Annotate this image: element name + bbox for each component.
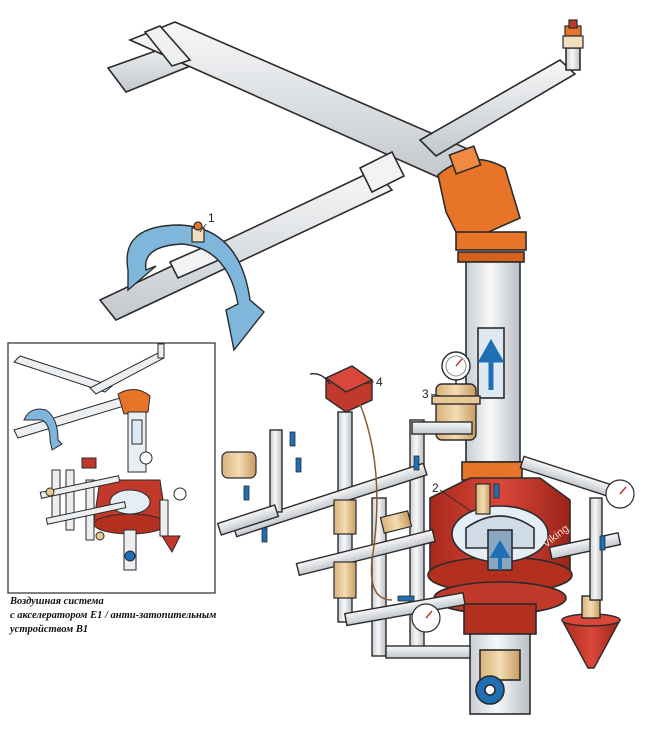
signal-cable: [359, 403, 393, 601]
callout-labels: 1 2 3 4: [199, 211, 473, 513]
caption-line-2: с акселератором E1 / анти-затопительным: [10, 610, 217, 621]
valve-handles: [243, 431, 606, 602]
caption-line-1: Воздушная система: [10, 596, 104, 607]
flow-arrow-icon: [477, 338, 505, 390]
orange-elbow-fitting: [437, 145, 527, 263]
pipe-sprinkler-riser: [565, 47, 581, 71]
drain-funnel: [560, 595, 622, 669]
callout-2: 2: [432, 481, 439, 495]
sprinkler-head-top: [562, 19, 584, 49]
pipe-branch-right: [418, 59, 577, 158]
drain-pipe: [469, 633, 531, 715]
inset-panel: [7, 342, 216, 594]
inset-caption: Воздушная система с акселератором E1 / а…: [10, 595, 240, 637]
main-riser-pipe: [465, 261, 521, 463]
inset-pipes: [13, 343, 187, 571]
rotation-arrow-icon: [126, 224, 265, 352]
solenoid-valve: [309, 365, 374, 413]
trim-gauges: [411, 479, 635, 633]
air-vent-fitting: [191, 221, 205, 243]
pipe-main-diagonal: [127, 21, 472, 179]
main-pipe-network: [98, 21, 581, 321]
callout-1: 1: [208, 211, 215, 225]
pipe-lower-left: [98, 169, 394, 321]
caption-line-3: устройством B1: [10, 624, 89, 635]
trim-brass-components: [221, 451, 491, 599]
callout-3: 3: [422, 387, 429, 401]
callout-4: 4: [376, 375, 383, 389]
